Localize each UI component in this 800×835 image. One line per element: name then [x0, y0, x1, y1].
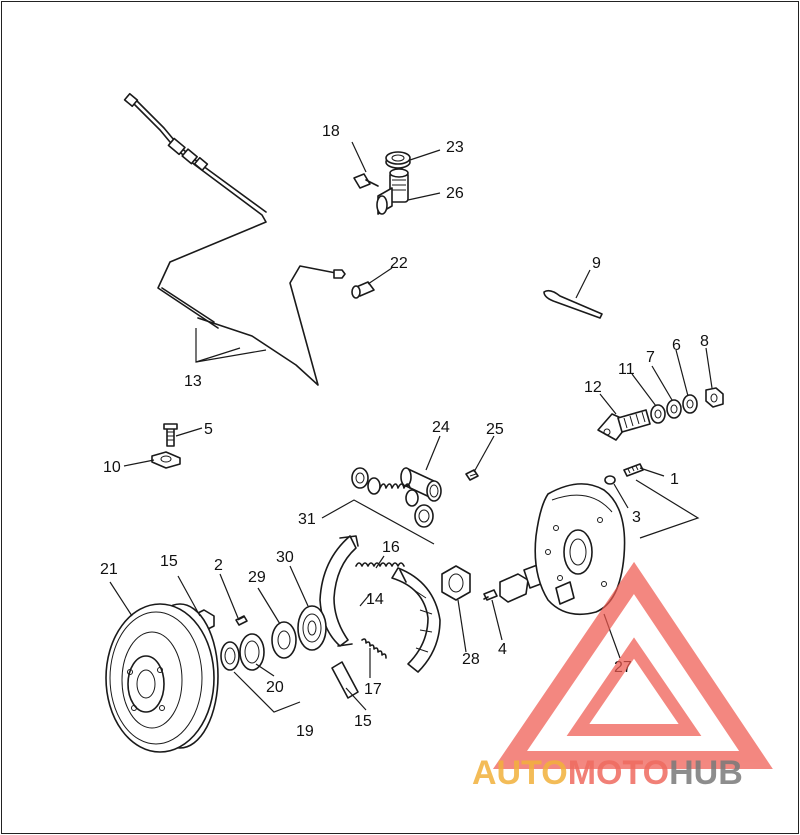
watermark-text: AUTOMOTOHUB	[472, 754, 743, 792]
watermark-text-moto: MOTO	[568, 754, 669, 792]
callout-25: 25	[486, 421, 504, 438]
seal-20	[220, 641, 240, 671]
callout-3: 3	[632, 509, 641, 526]
callout-11: 11	[618, 361, 635, 378]
callout-23: 23	[446, 139, 464, 156]
callout-8: 8	[700, 333, 709, 350]
bolt-1	[623, 463, 644, 477]
callout-30: 30	[276, 549, 294, 566]
dust-cap	[385, 151, 411, 169]
callout-14: 14	[366, 591, 384, 608]
bleeder-screw	[353, 173, 379, 189]
watermark-logo	[492, 561, 773, 769]
t-piece-fitting	[376, 168, 409, 215]
brake-shoe-left	[319, 535, 359, 647]
bearing-29	[271, 621, 297, 659]
callout-28: 28	[462, 651, 480, 668]
washer-11	[650, 404, 666, 424]
callout-21: 21	[100, 561, 118, 578]
brake-pipe	[123, 92, 346, 386]
callout-4: 4	[498, 641, 507, 658]
callout-9: 9	[592, 255, 601, 272]
callout-1: 1	[670, 471, 679, 488]
brake-drum	[105, 603, 219, 753]
callout-6: 6	[672, 337, 681, 354]
hub-nut	[441, 565, 471, 601]
callout-5: 5	[204, 421, 213, 438]
pipe-clip-10	[151, 451, 181, 469]
callout-17: 17	[364, 681, 382, 698]
callout-24: 24	[432, 419, 450, 436]
bolt-5	[163, 423, 178, 447]
callout-12: 12	[584, 379, 602, 396]
callout-15-lower: 15	[354, 713, 372, 730]
actuating-lever	[597, 409, 651, 441]
return-spring-16	[355, 562, 405, 567]
brake-back-plate	[534, 483, 626, 616]
callout-31: 31	[298, 511, 316, 528]
adjuster-block	[499, 563, 547, 603]
watermark-triangle-icon	[492, 561, 773, 769]
callout-labels: 1 2 3 4 5 6 7 8 9 10 11 12 13 14 15 15 1…	[100, 123, 709, 740]
bolt-4	[483, 589, 498, 601]
brake-shoe-right	[391, 567, 441, 673]
callout-10: 10	[103, 459, 121, 476]
callout-18: 18	[322, 123, 340, 140]
washer-7	[666, 399, 682, 419]
watermark-text-hub: HUB	[669, 754, 743, 792]
nut-8	[705, 387, 724, 408]
wheel-cylinder	[400, 467, 442, 502]
callout-20: 20	[266, 679, 284, 696]
callout-7: 7	[646, 349, 655, 366]
retainer-clip-lower	[331, 661, 359, 699]
callout-16: 16	[382, 539, 400, 556]
pipe-union	[351, 281, 375, 299]
callout-29: 29	[248, 569, 266, 586]
callout-19: 19	[296, 723, 314, 740]
callout-22: 22	[390, 255, 408, 272]
washer-6	[682, 394, 698, 414]
split-pin	[543, 289, 603, 319]
watermark-text-auto: AUTO	[472, 754, 568, 792]
callout-13: 13	[184, 373, 202, 390]
spring-washer-3	[604, 475, 616, 485]
return-spring-17	[361, 638, 387, 659]
watermark-inner-triangle-icon	[566, 637, 702, 736]
callout-15-upper: 15	[160, 553, 178, 570]
screw-2	[235, 615, 248, 626]
callout-2: 2	[214, 557, 223, 574]
callout-26: 26	[446, 185, 464, 202]
bleeder-25	[465, 469, 479, 481]
bearing-30	[297, 605, 327, 651]
bearing-20	[239, 633, 265, 671]
leader-lines	[109, 141, 713, 713]
cylinder-kit	[351, 467, 434, 528]
